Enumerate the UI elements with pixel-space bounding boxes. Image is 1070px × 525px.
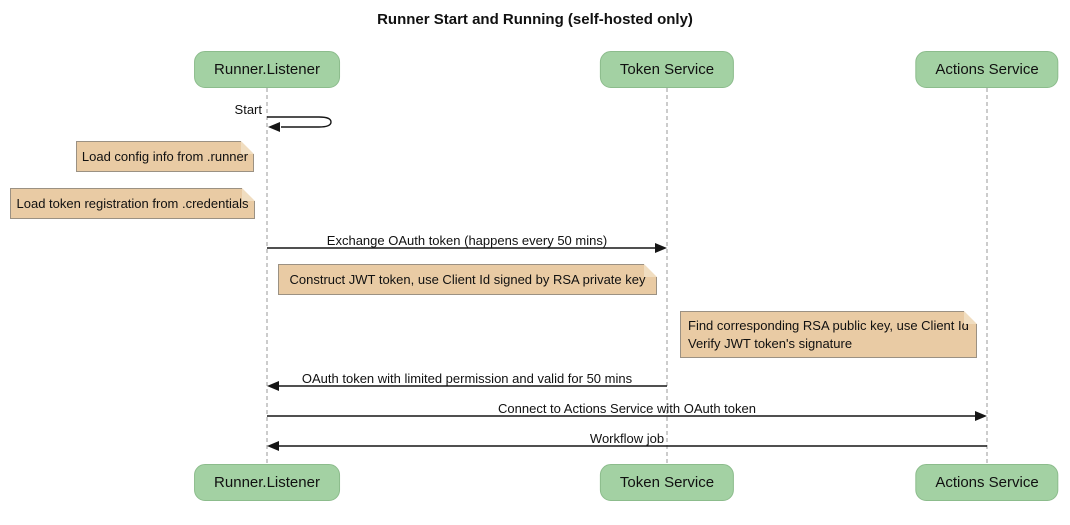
participant-actions-service-top: Actions Service [915, 51, 1059, 88]
note-text-line1: Find corresponding RSA public key, use C… [688, 317, 969, 333]
note-text: Construct JWT token, use Client Id signe… [289, 272, 646, 287]
diagram-title: Runner Start and Running (self-hosted on… [377, 11, 693, 28]
message-label-start: Start [234, 102, 262, 117]
participant-token-service-top: Token Service [599, 51, 735, 88]
note-text: Load token registration from .credential… [16, 196, 249, 211]
message-arrowhead-connect-actions [975, 411, 987, 421]
message-arrowhead-exchange-oauth [655, 243, 667, 253]
participant-runner-listener-top: Runner.Listener [194, 51, 340, 88]
message-label-workflow-job: Workflow job [589, 431, 665, 446]
participant-actions-service-bottom: Actions Service [915, 464, 1059, 501]
message-label-connect-actions: Connect to Actions Service with OAuth to… [498, 401, 756, 416]
note-load-token-registration: Load token registration from .credential… [10, 188, 255, 219]
message-arrowhead-start [268, 122, 280, 132]
message-arrowhead-workflow-job [267, 441, 279, 451]
note-construct-jwt: Construct JWT token, use Client Id signe… [278, 264, 657, 295]
participant-runner-listener-bottom: Runner.Listener [194, 464, 340, 501]
message-line-start-self [267, 116, 332, 128]
note-fold-icon [964, 311, 977, 324]
note-fold-icon [242, 188, 255, 201]
note-text-line2: Verify JWT token's signature [688, 335, 853, 351]
note-verify-jwt: Find corresponding RSA public key, use C… [680, 311, 977, 358]
note-load-config: Load config info from .runner [76, 141, 254, 172]
note-fold-icon [241, 141, 254, 154]
note-text: Load config info from .runner [81, 149, 249, 164]
note-fold-icon [644, 264, 657, 277]
message-label-oauth-return: OAuth token with limited permission and … [301, 371, 633, 386]
participant-token-service-bottom: Token Service [599, 464, 735, 501]
message-label-exchange-oauth: Exchange OAuth token (happens every 50 m… [326, 233, 608, 248]
message-arrowhead-oauth-return [267, 381, 279, 391]
